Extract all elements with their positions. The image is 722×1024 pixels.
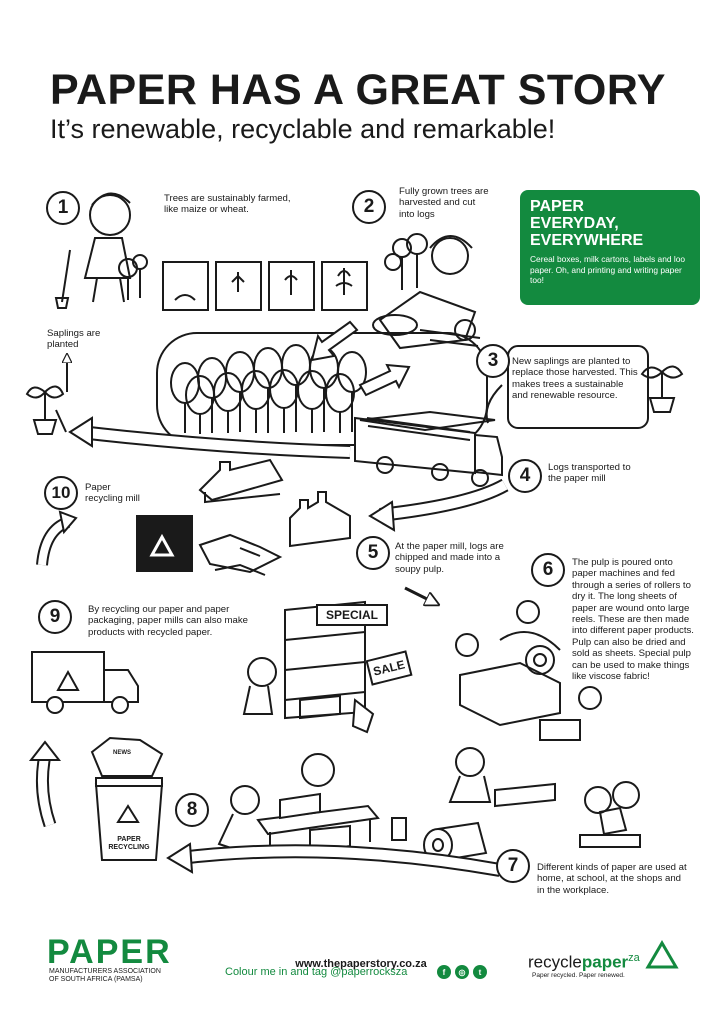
recycling-bin-illustration bbox=[90, 736, 164, 861]
paper-everywhere-box: PAPER EVERYDAY, EVERYWHERE Cereal boxes,… bbox=[520, 190, 700, 305]
step-number-1: 1 bbox=[46, 191, 80, 225]
paper-mill-illustration bbox=[289, 491, 351, 548]
step-9-caption: By recycling our paper and paper packagi… bbox=[88, 604, 248, 638]
step-number-8: 8 bbox=[175, 793, 209, 827]
social-tagline: Colour me in and tag @paperrocksza bbox=[225, 966, 408, 978]
step-number-7: 7 bbox=[496, 849, 530, 883]
log-truck-illustration bbox=[354, 410, 503, 487]
logo-paper: paper bbox=[581, 952, 629, 972]
step-number-9: 9 bbox=[38, 600, 72, 634]
step-number-3: 3 bbox=[476, 344, 510, 378]
facebook-icon[interactable]: f bbox=[437, 965, 451, 979]
page-title: PAPER HAS A GREAT STORY bbox=[50, 66, 666, 114]
step-number-2: 2 bbox=[352, 190, 386, 224]
twitter-icon[interactable]: t bbox=[473, 965, 487, 979]
step-number-4: 4 bbox=[508, 459, 542, 493]
recycle-tagline: Paper recycled. Paper renewed. bbox=[532, 972, 625, 979]
pamsa-name: MANUFACTURERS ASSOCIATION OF SOUTH AFRIC… bbox=[49, 968, 161, 983]
step-2-caption: Fully grown trees are harvested and cut … bbox=[399, 186, 489, 220]
logo-recycle: recycle bbox=[528, 952, 582, 972]
harvester-illustration bbox=[372, 233, 481, 350]
step-1-caption: Trees are sustainably farmed, like maize… bbox=[164, 193, 291, 216]
step-4-caption: Logs transported to the paper mill bbox=[548, 462, 631, 485]
kids-recycling-illustration bbox=[217, 753, 407, 855]
recycle-triangle-icon bbox=[645, 940, 679, 969]
website-link[interactable]: www.thepaperstory.co.za bbox=[295, 958, 427, 970]
planting-panels bbox=[162, 261, 368, 311]
recycling-mill-illustration bbox=[198, 458, 284, 504]
paper-use-illustration bbox=[448, 747, 641, 848]
page-subtitle: It’s renewable, recyclable and remarkabl… bbox=[50, 114, 556, 144]
pamsa-logo: PAPER bbox=[47, 933, 172, 971]
shop-shelves-illustration bbox=[242, 600, 375, 734]
step-5-caption: At the paper mill, logs are chipped and … bbox=[395, 541, 504, 575]
step-number-6: 6 bbox=[531, 553, 565, 587]
step-number-10: 10 bbox=[44, 476, 78, 510]
instagram-icon[interactable]: ◎ bbox=[455, 965, 469, 979]
step-6-caption: The pulp is poured onto paper machines a… bbox=[572, 557, 694, 683]
news-label: NEWS bbox=[113, 750, 131, 756]
farmer-boy-illustration bbox=[54, 192, 148, 309]
recycling-truck-illustration bbox=[31, 651, 139, 714]
bin-label: PAPER RECYCLING bbox=[108, 836, 150, 851]
step-3-caption: New saplings are planted to replace thos… bbox=[512, 356, 638, 402]
logo-za: za bbox=[628, 952, 640, 964]
green-box-title: PAPER EVERYDAY, EVERYWHERE bbox=[530, 198, 644, 249]
saplings-caption: Saplings are planted bbox=[47, 328, 101, 351]
step-10-caption: Paper recycling mill bbox=[85, 482, 140, 505]
sapling-left-illustration bbox=[25, 385, 67, 435]
recyclepaper-logo: recyclepaperza bbox=[528, 952, 640, 973]
step-number-5: 5 bbox=[356, 536, 390, 570]
paper-machine-illustration bbox=[455, 600, 602, 741]
green-box-text: Cereal boxes, milk cartons, labels and l… bbox=[530, 254, 686, 285]
sapling-right-illustration bbox=[640, 365, 684, 413]
step-7-caption: Different kinds of paper are used at hom… bbox=[537, 862, 687, 896]
special-sign: SPECIAL bbox=[316, 604, 388, 626]
